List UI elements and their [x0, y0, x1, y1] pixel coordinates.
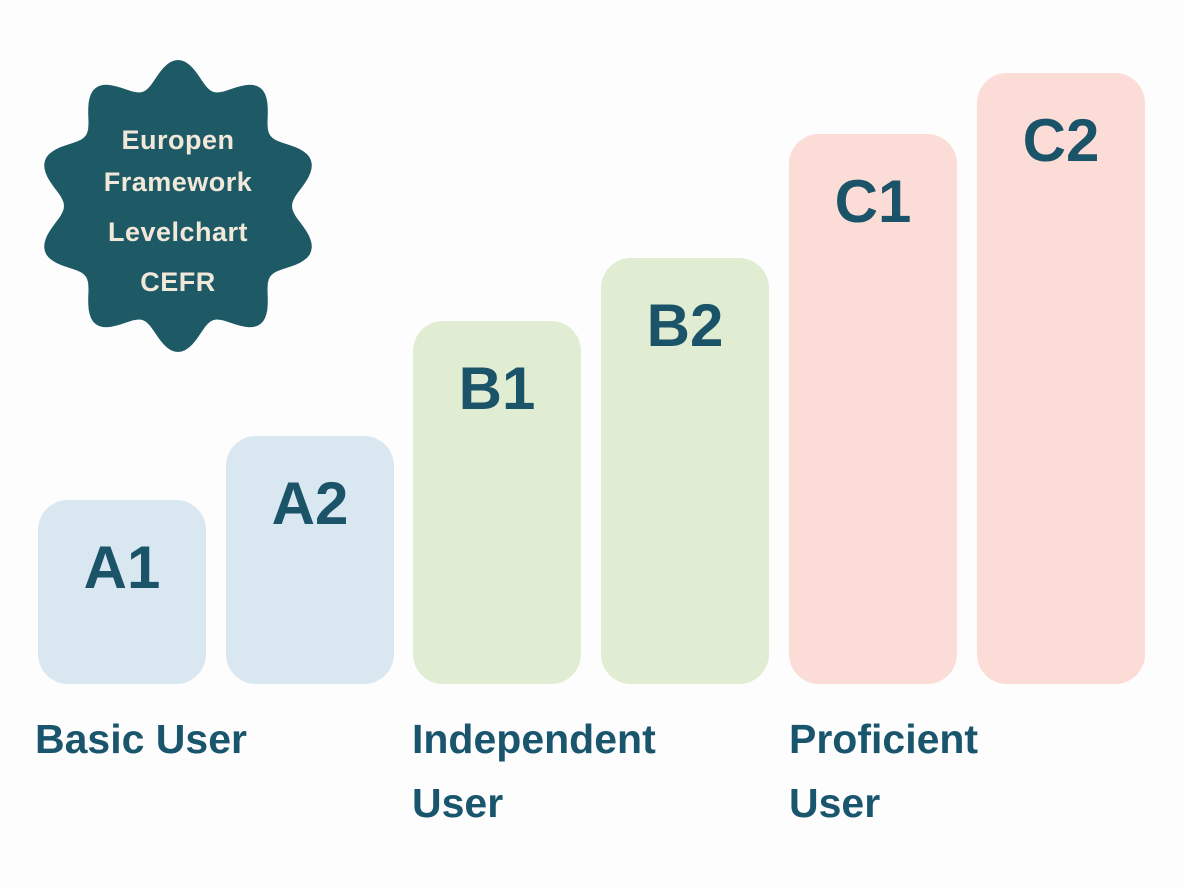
- group-label-independent-user: Independent User: [412, 716, 656, 826]
- bar-c1-label: C1: [834, 168, 912, 235]
- bar-b1: B1: [413, 321, 581, 684]
- group-label-basic-user: Basic User: [35, 716, 247, 762]
- bar-a2-label: A2: [271, 470, 349, 537]
- bar-c2: C2: [977, 73, 1145, 684]
- bar-b2: B2: [601, 258, 769, 684]
- badge-line-3: Levelchart: [107, 217, 249, 247]
- bar-c2-label: C2: [1022, 107, 1100, 174]
- cefr-badge: Europen Framework Levelchart CEFR: [38, 60, 318, 352]
- badge-line-2: Framework: [103, 167, 253, 197]
- group-label-proficient-user: Proficient User: [789, 716, 979, 826]
- badge-line-1: Europen: [121, 125, 235, 155]
- bar-a1-label: A1: [83, 534, 161, 601]
- badge-seal-icon: [44, 60, 312, 352]
- bar-a1: A1: [38, 500, 206, 684]
- bar-b1-label: B1: [458, 355, 536, 422]
- bar-c1: C1: [789, 134, 957, 684]
- badge-line-4: CEFR: [140, 267, 216, 297]
- bar-a2: A2: [226, 436, 394, 684]
- bar-b2-label: B2: [646, 292, 724, 359]
